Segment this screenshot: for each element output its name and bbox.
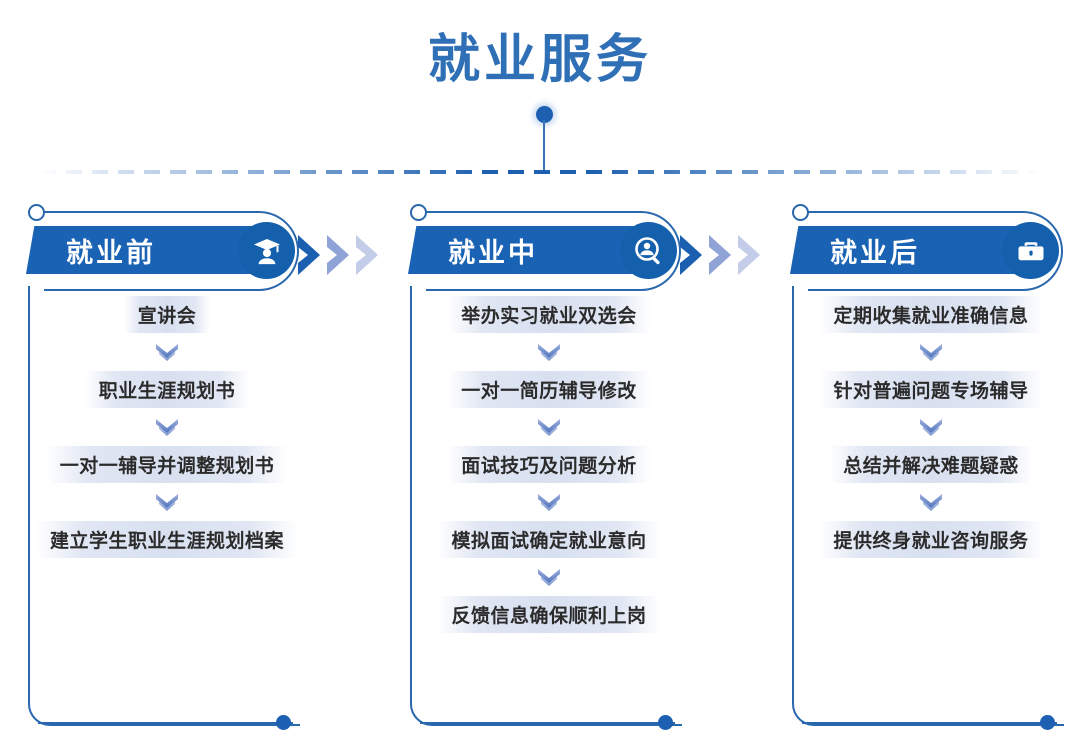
list-item[interactable]: 模拟面试确定就业意向 — [437, 521, 661, 558]
double-chevron-down-icon — [154, 492, 180, 512]
double-chevron-right-icon — [678, 232, 774, 278]
node-circle-icon — [28, 204, 45, 221]
double-chevron-down-icon — [536, 567, 562, 587]
list-item[interactable]: 针对普遍问题专场辅导 — [819, 371, 1043, 408]
double-chevron-down-icon — [918, 417, 944, 437]
double-chevron-down-icon — [536, 417, 562, 437]
stage-banner-0[interactable]: 就业前 — [26, 226, 264, 274]
node-circle-icon — [410, 204, 427, 221]
stage-header-capsule — [426, 211, 681, 291]
stage-card-2 — [792, 286, 1064, 730]
stage-column-1[interactable]: 就业中 举办实习就业双选会 一对一简历辅导修改 面试技巧及问题分析 模拟面试确定… — [404, 200, 704, 735]
list-item[interactable]: 提供终身就业咨询服务 — [819, 521, 1043, 558]
filled-dot-icon — [536, 106, 553, 123]
card-base-line — [420, 721, 675, 724]
stage-header-capsule — [44, 211, 299, 291]
stage-column-2[interactable]: 就业后 定期收集就业准确信息 针对普遍问题专场辅导 总结并解决难题疑惑 提供终身… — [786, 200, 1080, 735]
stage-card-1 — [410, 286, 682, 730]
double-chevron-right-icon — [296, 232, 392, 278]
stage-label: 就业后 — [830, 237, 920, 268]
graduate-icon — [238, 222, 295, 279]
page-title: 就业服务 — [427, 31, 652, 89]
double-chevron-down-icon — [154, 417, 180, 437]
title-stem-connector — [543, 120, 545, 174]
card-end-dot-icon — [276, 715, 291, 730]
card-base-line — [38, 721, 293, 724]
list-item[interactable]: 举办实习就业双选会 — [447, 296, 651, 333]
list-item[interactable]: 总结并解决难题疑惑 — [829, 446, 1033, 483]
list-item[interactable]: 一对一辅导并调整规划书 — [45, 446, 289, 483]
flow-list-1: 举办实习就业双选会 一对一简历辅导修改 面试技巧及问题分析 模拟面试确定就业意向… — [404, 296, 694, 633]
double-chevron-down-icon — [918, 492, 944, 512]
list-item[interactable]: 建立学生职业生涯规划档案 — [35, 521, 298, 558]
flow-list-2: 定期收集就业准确信息 针对普遍问题专场辅导 总结并解决难题疑惑 提供终身就业咨询… — [786, 296, 1076, 558]
stage-card-0 — [28, 286, 300, 730]
node-circle-icon — [792, 204, 809, 221]
list-item[interactable]: 反馈信息确保顺利上岗 — [437, 596, 661, 633]
dashed-divider — [40, 170, 1040, 174]
card-end-dot-icon — [658, 715, 673, 730]
double-chevron-down-icon — [918, 342, 944, 362]
flow-list-0: 宣讲会 职业生涯规划书 一对一辅导并调整规划书 建立学生职业生涯规划档案 — [22, 296, 312, 558]
card-end-dot-icon — [1040, 715, 1055, 730]
stage-column-0[interactable]: 就业前 宣讲会 职业生涯规划书 一对一辅导并调整规划书 建立学生职业生涯规划档案 — [22, 200, 322, 735]
list-item[interactable]: 宣讲会 — [123, 296, 211, 333]
list-item[interactable]: 定期收集就业准确信息 — [819, 296, 1043, 333]
stage-header-capsule — [808, 211, 1063, 291]
stage-label: 就业中 — [448, 237, 538, 268]
stage-label: 就业前 — [66, 237, 156, 268]
double-chevron-down-icon — [536, 492, 562, 512]
list-item[interactable]: 一对一简历辅导修改 — [447, 371, 651, 408]
person-search-icon — [620, 222, 677, 279]
double-chevron-down-icon — [154, 342, 180, 362]
list-item[interactable]: 面试技巧及问题分析 — [447, 446, 651, 483]
briefcase-icon — [1002, 222, 1059, 279]
stage-banner-2[interactable]: 就业后 — [790, 226, 1028, 274]
card-base-line — [802, 721, 1057, 724]
double-chevron-down-icon — [536, 342, 562, 362]
stage-banner-1[interactable]: 就业中 — [408, 226, 646, 274]
list-item[interactable]: 职业生涯规划书 — [84, 371, 250, 408]
